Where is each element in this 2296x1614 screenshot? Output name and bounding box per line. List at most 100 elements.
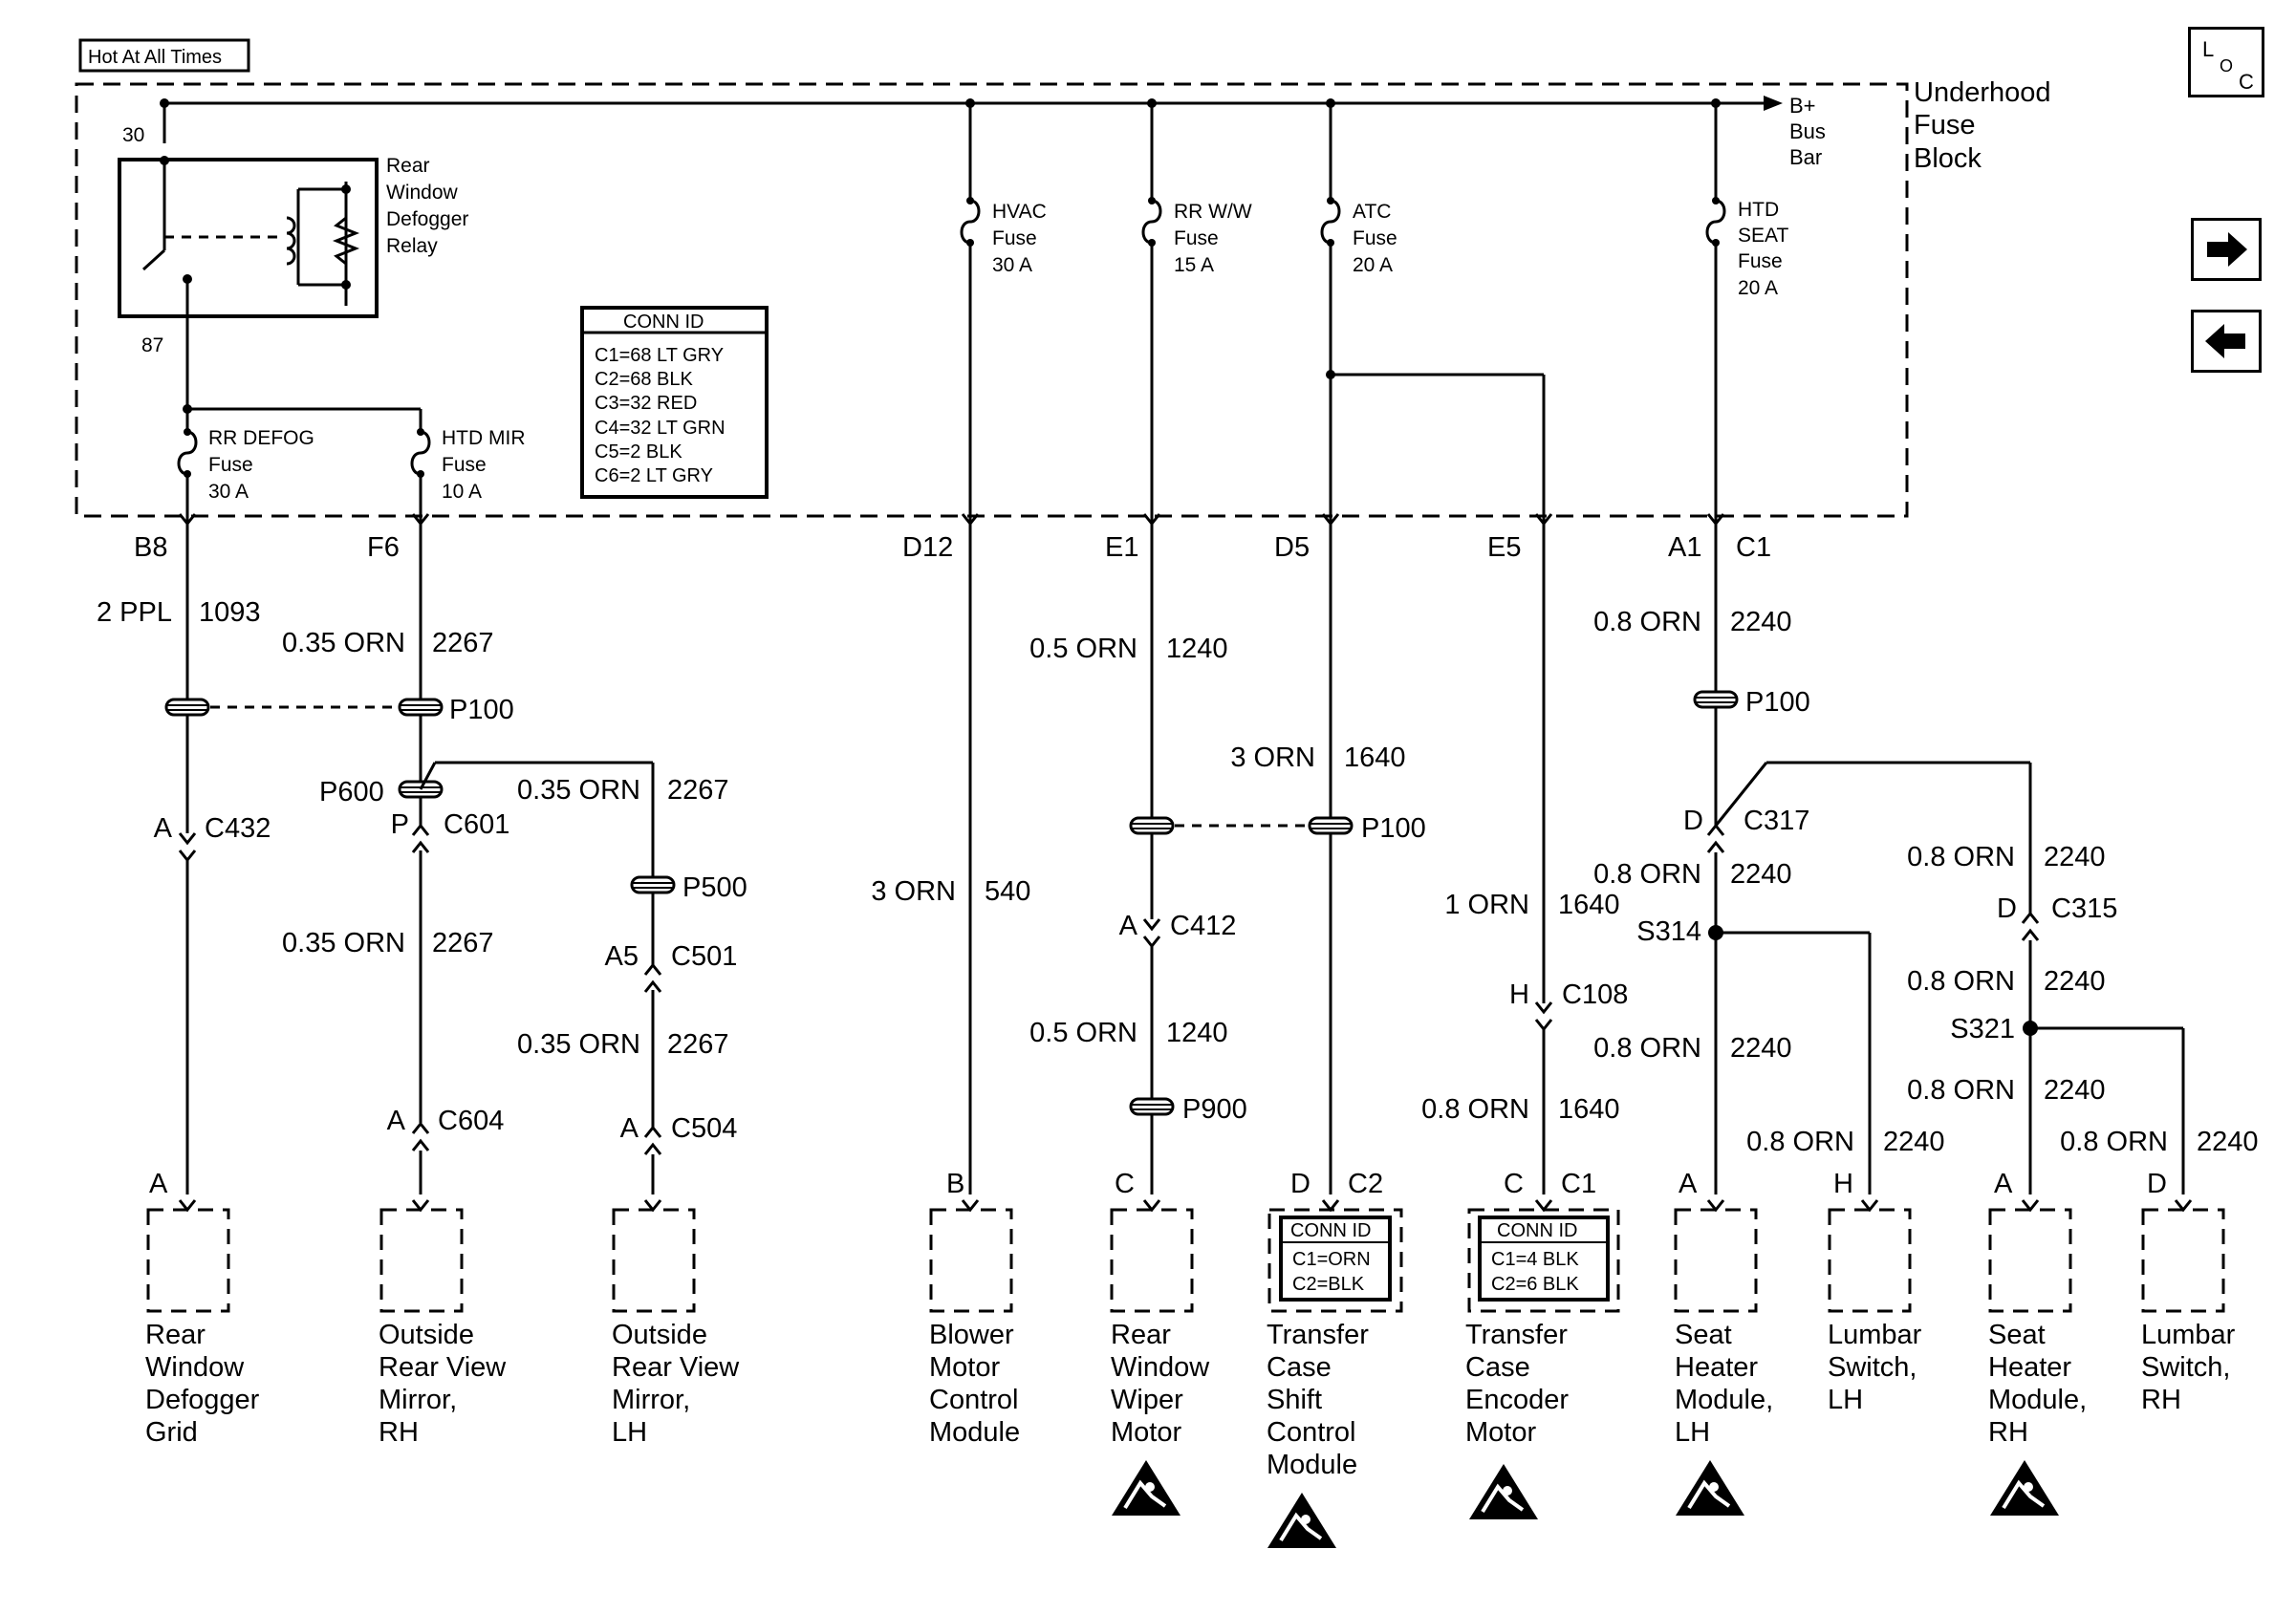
- svg-text:Window: Window: [386, 182, 459, 204]
- svg-text:D: D: [1997, 893, 2017, 924]
- svg-text:87: 87: [141, 334, 163, 356]
- splice-labels: S314 S321: [1636, 916, 2015, 1044]
- svg-text:S321: S321: [1950, 1014, 2015, 1044]
- svg-text:0.35 ORN: 0.35 ORN: [282, 928, 405, 958]
- svg-text:Bar: Bar: [1789, 145, 1822, 169]
- svg-text:0.8 ORN: 0.8 ORN: [1907, 842, 2015, 872]
- conn-id-main: CONN ID C1=68 LT GRY C2=68 BLK C3=32 RED…: [595, 312, 726, 486]
- esd-icon: [1266, 1491, 1338, 1550]
- svg-text:SEAT: SEAT: [1738, 225, 1788, 247]
- svg-text:2240: 2240: [1730, 607, 1792, 637]
- svg-text:Seat: Seat: [1988, 1320, 2046, 1350]
- svg-text:0.8 ORN: 0.8 ORN: [2060, 1127, 2168, 1157]
- svg-text:Bus: Bus: [1789, 119, 1826, 143]
- splice-s321: [2023, 1021, 2038, 1036]
- svg-text:Motor: Motor: [1111, 1417, 1181, 1448]
- svg-text:F6: F6: [367, 532, 400, 563]
- arrow-left-icon: [2205, 324, 2245, 358]
- svg-text:2267: 2267: [667, 1029, 729, 1060]
- relay-box: [118, 158, 379, 318]
- svg-text:P100: P100: [1361, 813, 1426, 844]
- fuse-block-label: Underhood Fuse Block: [1914, 77, 2051, 174]
- svg-text:Fuse: Fuse: [1914, 110, 1975, 140]
- svg-text:RR DEFOG: RR DEFOG: [208, 427, 314, 449]
- svg-text:Control: Control: [929, 1385, 1019, 1415]
- svg-text:D: D: [2147, 1169, 2167, 1199]
- svg-text:1240: 1240: [1166, 634, 1228, 664]
- next-page-button[interactable]: [2191, 218, 2262, 281]
- svg-text:Rear View: Rear View: [612, 1352, 740, 1383]
- svg-text:C5=2 BLK: C5=2 BLK: [595, 441, 682, 463]
- svg-text:0.8 ORN: 0.8 ORN: [1421, 1094, 1529, 1125]
- svg-text:Defogger: Defogger: [386, 208, 468, 230]
- svg-text:C504: C504: [671, 1113, 737, 1144]
- svg-text:Rear: Rear: [386, 155, 430, 177]
- svg-text:0.8 ORN: 0.8 ORN: [1907, 966, 2015, 997]
- svg-text:Lumbar: Lumbar: [2141, 1320, 2236, 1350]
- svg-text:Window: Window: [1111, 1352, 1210, 1383]
- svg-text:Outside: Outside: [612, 1320, 707, 1350]
- svg-text:2240: 2240: [1883, 1127, 1945, 1157]
- svg-text:H: H: [1509, 979, 1529, 1010]
- svg-text:C1=ORN: C1=ORN: [1292, 1249, 1371, 1270]
- svg-text:A1: A1: [1668, 532, 1701, 563]
- svg-text:0.35 ORN: 0.35 ORN: [517, 1029, 640, 1060]
- svg-text:RR W/W: RR W/W: [1174, 201, 1252, 223]
- svg-text:Transfer: Transfer: [1267, 1320, 1369, 1350]
- svg-text:E1: E1: [1105, 532, 1138, 563]
- svg-text:Fuse: Fuse: [208, 454, 253, 476]
- svg-text:P900: P900: [1182, 1094, 1247, 1125]
- svg-text:Fuse: Fuse: [1353, 227, 1397, 249]
- svg-text:C3=32 RED: C3=32 RED: [595, 393, 697, 414]
- svg-text:C6=2 LT GRY: C6=2 LT GRY: [595, 465, 713, 486]
- fuse-labels: RR DEFOG Fuse 30 A HTD MIR Fuse 10 A HVA…: [208, 199, 1788, 503]
- previous-page-button[interactable]: [2191, 310, 2262, 373]
- svg-text:Module: Module: [929, 1417, 1020, 1448]
- svg-text:A: A: [149, 1169, 168, 1199]
- svg-text:Grid: Grid: [145, 1417, 198, 1448]
- svg-text:10 A: 10 A: [442, 481, 482, 503]
- location-button[interactable]: L O C: [2188, 27, 2264, 97]
- svg-text:3 ORN: 3 ORN: [1230, 742, 1315, 773]
- svg-text:D: D: [1290, 1169, 1310, 1199]
- svg-text:C432: C432: [205, 813, 271, 844]
- svg-text:20 A: 20 A: [1738, 277, 1778, 299]
- esd-icon: [1110, 1458, 1182, 1517]
- svg-text:2240: 2240: [2044, 1075, 2106, 1106]
- svg-text:C1=4 BLK: C1=4 BLK: [1491, 1249, 1579, 1270]
- svg-text:1640: 1640: [1558, 890, 1620, 920]
- svg-text:1640: 1640: [1558, 1094, 1620, 1125]
- svg-text:LH: LH: [1828, 1385, 1863, 1415]
- hot-at-all-times-box: [78, 38, 250, 73]
- svg-text:Control: Control: [1267, 1417, 1356, 1448]
- arrow-right-icon: [2207, 232, 2247, 267]
- svg-text:Outside: Outside: [379, 1320, 474, 1350]
- esd-icon: [1988, 1458, 2061, 1517]
- svg-text:Rear: Rear: [1111, 1320, 1171, 1350]
- svg-text:RH: RH: [2141, 1385, 2181, 1415]
- svg-text:1093: 1093: [199, 597, 261, 628]
- svg-text:C: C: [1115, 1169, 1135, 1199]
- loc-letter-c: C: [2239, 70, 2254, 94]
- svg-text:HTD: HTD: [1738, 199, 1779, 221]
- conn-id-box: [580, 306, 769, 499]
- svg-text:0.8 ORN: 0.8 ORN: [1593, 607, 1701, 637]
- svg-text:C601: C601: [444, 809, 509, 840]
- svg-text:Switch,: Switch,: [2141, 1352, 2230, 1383]
- svg-text:0.35 ORN: 0.35 ORN: [517, 775, 640, 806]
- bus-bar-label: B+ Bus Bar: [1789, 94, 1826, 169]
- svg-text:C1: C1: [1736, 532, 1771, 563]
- svg-text:Switch,: Switch,: [1828, 1352, 1917, 1383]
- svg-text:A: A: [1119, 911, 1138, 941]
- svg-text:P600: P600: [319, 777, 384, 807]
- svg-text:540: 540: [985, 876, 1030, 907]
- svg-text:2267: 2267: [667, 775, 729, 806]
- svg-text:LH: LH: [612, 1417, 647, 1448]
- svg-text:D5: D5: [1274, 532, 1310, 563]
- svg-text:CONN ID: CONN ID: [1497, 1220, 1577, 1241]
- svg-text:Defogger: Defogger: [145, 1385, 260, 1415]
- svg-text:30: 30: [122, 124, 144, 146]
